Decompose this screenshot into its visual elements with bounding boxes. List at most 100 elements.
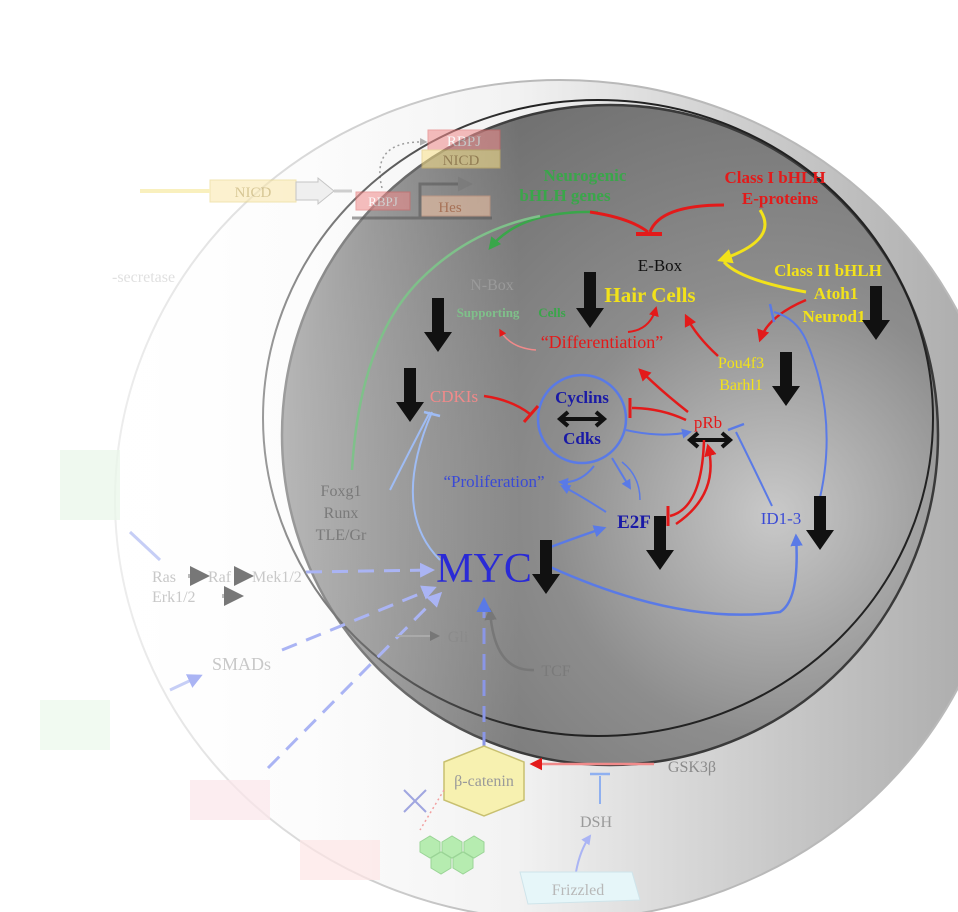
barhl1-label: Barhl1	[719, 377, 763, 394]
far-left-lower-arrow	[169, 674, 203, 692]
nbox-label: N-Box	[470, 277, 514, 294]
e2f-to-cyclins-arrow	[621, 461, 641, 501]
faint-red-block	[300, 840, 380, 880]
lower-to-myc-dashed	[266, 591, 443, 770]
erk-label: Erk1/2	[152, 589, 196, 606]
mek-label: Mek1/2	[252, 569, 302, 586]
class2-label-1: Class II bHLH	[774, 261, 882, 280]
class2-to-ebox-yellow-arrow	[717, 209, 767, 264]
e2f-to-prb-arrow	[675, 443, 717, 526]
cdkis-inhibit-bar	[522, 405, 540, 423]
cyclins-to-prb-arrow	[625, 428, 692, 439]
gsk3b-label: GSK3β	[668, 759, 716, 776]
raf-label: Raf	[208, 569, 232, 586]
beta-catenin-hexagon	[443, 745, 525, 817]
rbpj-bottom-label: RBPJ	[368, 194, 398, 209]
myc-to-id13-arrow	[547, 533, 803, 616]
differentiation-label: “Differentiation”	[541, 332, 664, 352]
id13-prb-bar	[727, 422, 745, 432]
e2f-to-prolif-arrow	[560, 485, 607, 513]
frizzled-shape	[519, 871, 641, 905]
frizzled-to-dsh-arrow	[575, 834, 592, 873]
frizzled-label: Frizzled	[552, 882, 604, 899]
runx-label: Runx	[324, 505, 359, 522]
tcf-to-myc-arrow	[484, 607, 535, 672]
down-arrow-myc	[532, 540, 560, 594]
prb-label: pRb	[694, 413, 722, 432]
cdkis-blue-bar	[423, 410, 441, 418]
hes-promoter-arrow	[418, 176, 473, 218]
neurogenic-label-2: bHLH genes	[519, 186, 611, 205]
tle-label: TLE/Gr	[316, 527, 367, 544]
proliferation-label: “Proliferation”	[443, 472, 544, 491]
supporting-label-1: Supporting	[457, 305, 520, 320]
id13-atoh1-bar	[768, 303, 776, 323]
nicd-top-box	[421, 149, 501, 169]
class2-curve-yellow	[722, 260, 807, 294]
cyclins-label: Cyclins	[555, 388, 609, 407]
class2-label-3: Neurod1	[803, 307, 866, 326]
cyclins-to-e2f-arrow	[611, 457, 632, 490]
faint-pink-block	[190, 780, 270, 820]
cyclins-cdks-double-arrow	[556, 410, 608, 428]
prb-inhibit-cyclins	[631, 406, 687, 422]
faint-green-block-1	[60, 450, 120, 520]
nicd-translocation-arrow	[295, 176, 335, 206]
prb-e2f-double-arrow	[686, 431, 734, 449]
downregulation-arrows	[396, 272, 890, 594]
myc-label: MYC	[436, 546, 532, 592]
beta-catenin-label: β-catenin	[454, 773, 514, 790]
supporting-label-2: Cells	[538, 305, 565, 320]
diff-to-hair-arrow	[627, 306, 659, 333]
far-left-to-myc	[128, 530, 162, 562]
class2-label-2: Atoh1	[814, 284, 858, 303]
faint-green-block-2	[40, 700, 110, 750]
cdks-label: Cdks	[563, 429, 601, 448]
ras-label: Ras	[152, 569, 176, 586]
diff-to-supporting-arrow	[499, 328, 537, 351]
smads-label: SMADs	[212, 654, 271, 674]
cdkis-inhibit-line	[483, 394, 531, 415]
down-arrow-e2f	[646, 516, 674, 570]
foxg1-label: Foxg1	[321, 483, 362, 500]
id13-inhibit-atoh1	[773, 311, 828, 507]
down-arrow-cdkis	[396, 368, 424, 422]
cross-line-2	[403, 789, 427, 813]
neurogenic-label-1: Neurogenic	[544, 166, 627, 185]
dsh-label: DSH	[580, 814, 612, 831]
myc-to-cdkis-inhibit	[411, 411, 441, 561]
down-arrow-hair-cells	[576, 272, 604, 328]
gli-label: Gli	[448, 629, 469, 646]
myc-to-e2f-arrow	[547, 525, 607, 550]
hair-cells-label: Hair Cells	[604, 283, 695, 307]
class1-label-1: Class I bHLH	[724, 168, 825, 187]
e2f-label: E2F	[617, 512, 651, 533]
ebox-label: E-Box	[638, 256, 683, 275]
down-arrow-supporting	[424, 298, 452, 352]
cyclins-cdks-circle	[536, 373, 628, 465]
down-arrow-pou4f3	[772, 352, 800, 406]
prb-inhibit-e2f	[669, 439, 706, 518]
secretase-label: -secretase	[112, 269, 175, 286]
rbpj-bottom-box	[355, 191, 411, 211]
cdkis-label: CDKIs	[430, 387, 478, 406]
cyclins-to-prolif-arrow	[558, 465, 595, 488]
neurogenic-inhibit-line	[589, 210, 649, 234]
atoh1-to-pou4f3-arrow	[757, 298, 807, 343]
upstream-signals: Ras Raf Mek1/2 Erk1/2 SMADs	[128, 530, 443, 770]
pou4f3-label: Pou4f3	[718, 355, 764, 372]
nicd-left-label: NICD	[235, 185, 272, 201]
down-arrow-id13	[806, 496, 834, 550]
prb-to-differentiation-arrow	[638, 368, 689, 413]
pou4f3-to-hair-arrow	[684, 313, 719, 357]
neurogenic-to-nbox-arrow	[488, 210, 599, 250]
id13-label: ID1-3	[761, 509, 802, 528]
foxg1-to-cdkis-inhibit	[389, 411, 431, 491]
rbpj-top-label: RBPJ	[447, 134, 481, 150]
notch-pathway: RBPJ NICD NICD RBPJ Hes -secretase	[112, 129, 501, 286]
down-arrow-atoh1	[862, 286, 890, 340]
mapk-to-myc-dashed	[305, 562, 435, 578]
tcf-label: TCF	[541, 663, 570, 680]
class1-label-2: E-proteins	[742, 189, 819, 208]
